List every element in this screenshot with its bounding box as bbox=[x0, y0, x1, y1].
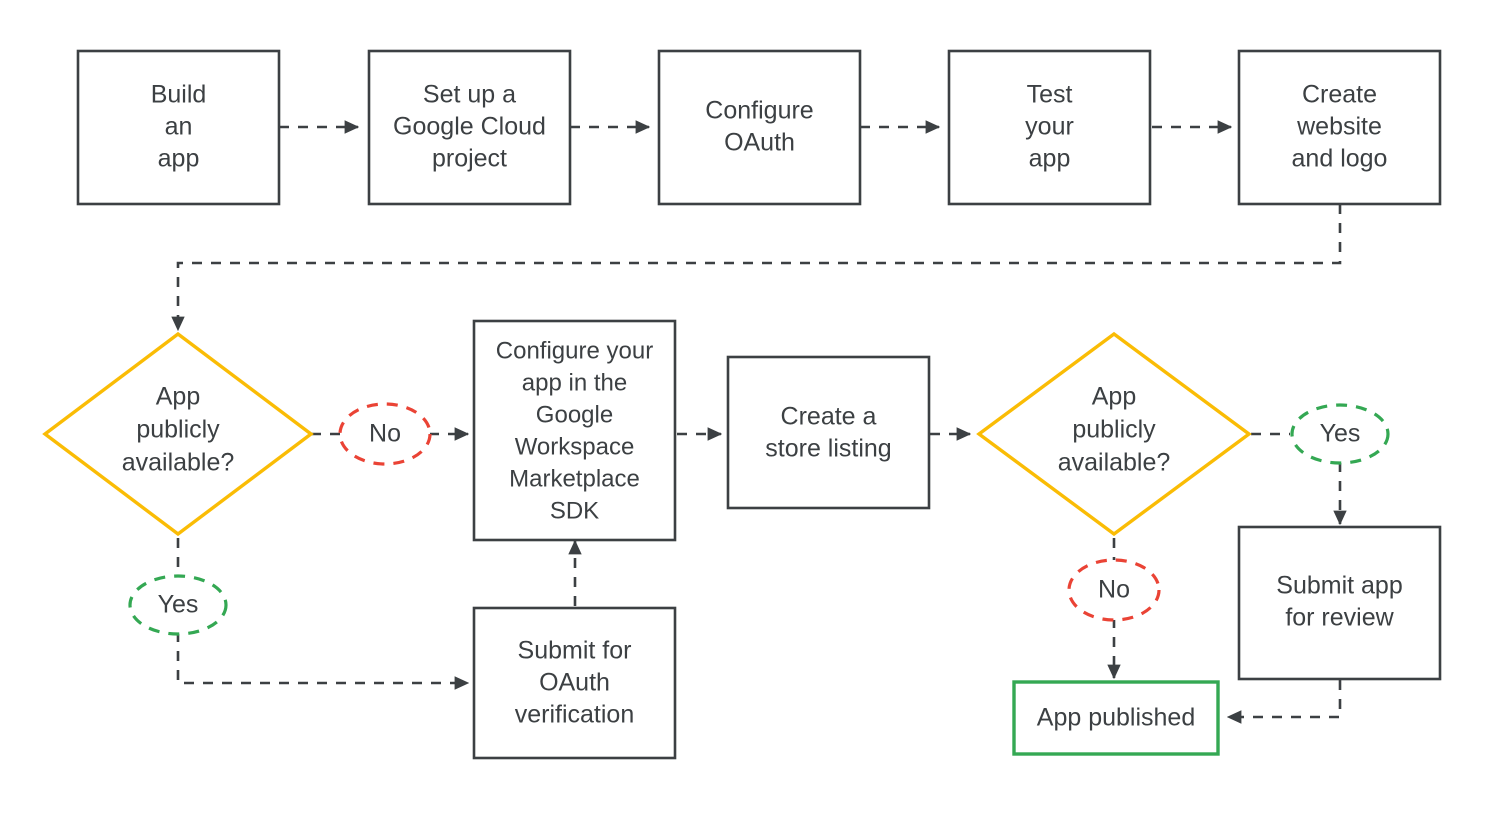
node-set-up-google-cloud-project[interactable]: Set up a Google Cloud project bbox=[367, 49, 572, 206]
node-setup-line-2: project bbox=[432, 145, 507, 173]
node-build-an-app-line-2: app bbox=[158, 145, 200, 173]
node-configure-oauth[interactable]: Configure OAuth bbox=[657, 49, 862, 206]
node-decision2-line-1: publicly bbox=[1072, 416, 1156, 444]
node-configure-app-in-marketplace-sdk[interactable]: Configure your app in the Google Workspa… bbox=[472, 319, 677, 542]
node-store-listing-line-0: Create a bbox=[781, 403, 877, 431]
node-setup-line-1: Google Cloud bbox=[393, 113, 546, 141]
node-sdk-line-1: app in the bbox=[522, 369, 627, 396]
node-sdk-line-2: Google bbox=[536, 401, 613, 428]
node-app-published-line-0: App published bbox=[1037, 704, 1195, 732]
node-build-an-app-line-1: an bbox=[165, 113, 193, 141]
node-oauth-verification-line-0: Submit for bbox=[518, 637, 632, 665]
edge-label-decision1-yes: Yes bbox=[128, 574, 228, 636]
node-submit-review-line-1: for review bbox=[1285, 604, 1394, 632]
node-decision1-line-1: publicly bbox=[136, 416, 220, 444]
node-store-listing-line-1: store listing bbox=[765, 435, 891, 463]
edges-row-2 bbox=[176, 427, 1347, 724]
edge-label-decision2-no-text: No bbox=[1098, 576, 1130, 604]
node-create-a-store-listing[interactable]: Create a store listing bbox=[726, 355, 931, 510]
edge-label-decision2-yes: Yes bbox=[1290, 403, 1390, 465]
edge-label-decision1-no-text: No bbox=[369, 420, 401, 448]
edge-yes-label-to-oauth-verification bbox=[176, 632, 470, 690]
node-create-website-and-logo[interactable]: Create website and logo bbox=[1237, 49, 1442, 206]
edge-submit-review-to-app-published bbox=[1226, 680, 1342, 724]
node-sdk-line-0: Configure your bbox=[496, 337, 653, 364]
edge-label-decision2-yes-text: Yes bbox=[1320, 420, 1361, 448]
node-sdk-line-4: Marketplace bbox=[509, 465, 640, 492]
node-build-an-app-line-0: Build bbox=[151, 81, 207, 109]
node-decision1-line-2: available? bbox=[122, 449, 235, 477]
node-decision2-line-0: App bbox=[1092, 383, 1136, 411]
node-decision-app-publicly-available-2[interactable]: App publicly available? bbox=[976, 331, 1252, 537]
node-submit-review-line-0: Submit app bbox=[1276, 572, 1402, 600]
node-decision1-line-0: App bbox=[156, 383, 200, 411]
node-sdk-line-3: Workspace bbox=[515, 433, 635, 460]
edge-label-decision2-no: No bbox=[1067, 558, 1161, 622]
node-decision2-line-2: available? bbox=[1058, 449, 1171, 477]
edge-label-decision1-no: No bbox=[338, 402, 432, 466]
node-oauth-verification-line-1: OAuth bbox=[539, 669, 610, 697]
node-app-published[interactable]: App published bbox=[1012, 680, 1220, 756]
node-setup-line-0: Set up a bbox=[423, 81, 516, 109]
node-submit-app-for-review[interactable]: Submit app for review bbox=[1237, 525, 1442, 681]
node-test-your-app[interactable]: Test your app bbox=[947, 49, 1152, 206]
node-sdk-line-5: SDK bbox=[550, 497, 599, 524]
node-configure-oauth-line-1: OAuth bbox=[724, 129, 795, 157]
node-createsite-line-2: and logo bbox=[1292, 145, 1388, 173]
node-submit-for-oauth-verification[interactable]: Submit for OAuth verification bbox=[472, 606, 677, 760]
node-configure-oauth-line-0: Configure bbox=[705, 97, 813, 125]
edge-createsite-to-decision1 bbox=[171, 204, 1342, 332]
edge-label-decision1-yes-text: Yes bbox=[158, 591, 199, 619]
node-test-line-1: your bbox=[1025, 113, 1074, 141]
node-build-an-app[interactable]: Build an app bbox=[76, 49, 281, 206]
node-test-line-2: app bbox=[1029, 145, 1071, 173]
node-createsite-line-1: website bbox=[1296, 113, 1382, 141]
node-decision-app-publicly-available-1[interactable]: App publicly available? bbox=[42, 331, 314, 537]
node-test-line-0: Test bbox=[1027, 81, 1073, 109]
node-oauth-verification-line-2: verification bbox=[515, 701, 635, 729]
node-createsite-line-0: Create bbox=[1302, 81, 1377, 109]
